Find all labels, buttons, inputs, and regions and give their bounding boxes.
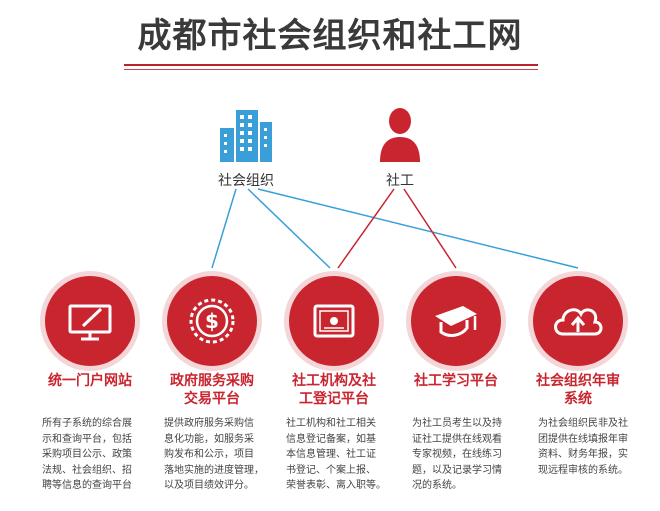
platform-title: 政府服务采购 交易平台 — [170, 373, 254, 407]
link-org-to-registration — [247, 188, 331, 269]
platform-description: 提供政府服务采购信 息化功能，如服务采 购发布和公示，项目 落地实施的进度管理，… — [164, 418, 264, 491]
platform-title: 社工学习平台 — [414, 373, 498, 389]
platform-description: 社工机构和社工相关 信息登记备案，如基 本信息管理、社工证 书登记、个案上报、 … — [286, 418, 386, 491]
cloud-upload-icon — [554, 308, 603, 336]
platform-description: 所有子系统的综合展 示和查询平台，包括 采购项目公示、政策 法规、社会组织、招 … — [42, 418, 132, 491]
platform-description: 为社工员考生以及持 证社工提供在线观看 专家视频，在线练习 题，以及记录学习情 … — [412, 418, 502, 491]
link-worker-to-registration — [337, 188, 395, 269]
office-building-icon — [218, 108, 274, 168]
svg-text:$: $ — [205, 309, 219, 333]
link-worker-to-learning — [403, 188, 457, 269]
source-label-worker: 社工 — [386, 173, 414, 189]
platform-title: 社会组织年审 系统 — [536, 373, 620, 407]
platform-annual-review-circle — [533, 276, 623, 366]
link-org-to-procurement — [211, 188, 237, 269]
link-org-to-annual-review — [257, 188, 579, 269]
source-label-org: 社会组织 — [218, 173, 274, 189]
title-underline-thin — [124, 69, 538, 70]
platform-portal-circle — [45, 276, 135, 366]
platform-learning-circle — [411, 276, 501, 366]
platform-title: 社工机构及社 工登记平台 — [292, 373, 376, 407]
monitor-pen-icon — [68, 304, 112, 341]
title-underline — [124, 64, 538, 66]
platform-registration-circle — [289, 276, 379, 366]
graduation-cap-icon — [435, 306, 477, 337]
page-title: 成都市社会组织和社工网 — [137, 16, 523, 56]
platform-description: 为社会组织民非及社 团提供在线填报年审 资料、财务年报，实 现远程审核的系统。 — [538, 418, 628, 476]
platform-procurement-circle: $ — [167, 276, 257, 366]
dollar-coin-icon: $ — [189, 298, 235, 344]
certificate-icon — [313, 304, 355, 338]
person-icon — [378, 106, 422, 168]
platform-title: 统一门户网站 — [48, 373, 132, 389]
